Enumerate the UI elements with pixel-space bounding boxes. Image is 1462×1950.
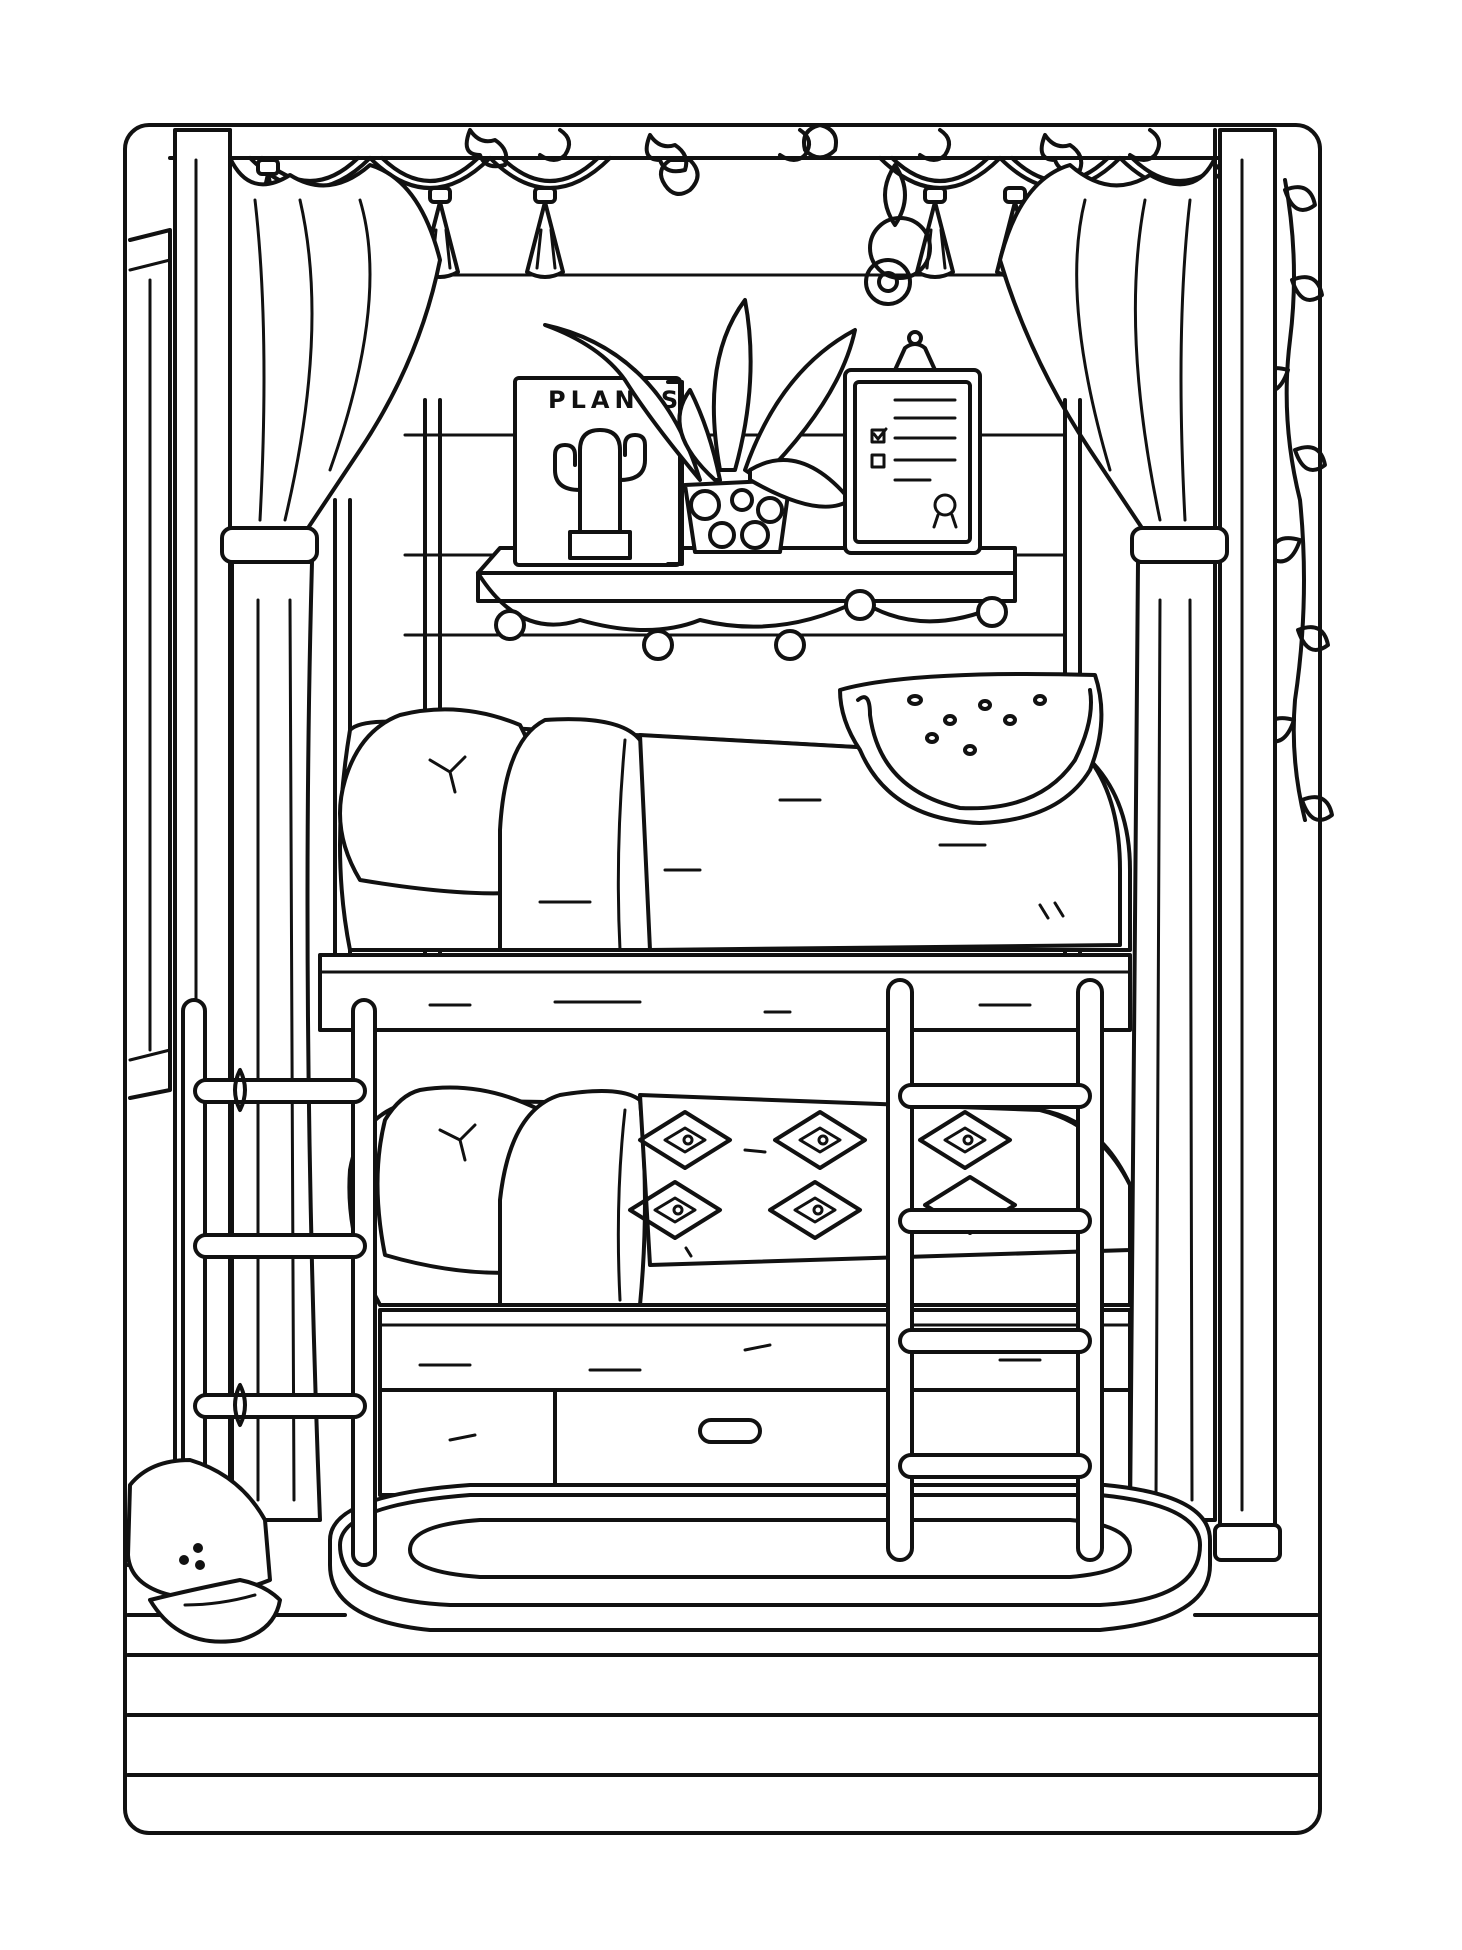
cactus-icon: [553, 428, 647, 560]
curtain-right: [998, 156, 1229, 1522]
hanging-rings: [864, 163, 932, 306]
bottom-bunk: [347, 1085, 1132, 1497]
window-left: [128, 228, 172, 1100]
clipboard-checklist: [843, 330, 982, 555]
page-frame: [123, 123, 1322, 1835]
plants-book: PLANTS: [513, 376, 684, 567]
watermelon-pillow: [838, 672, 1104, 825]
baseball-cap: [126, 1458, 282, 1644]
oval-rug: [328, 1483, 1212, 1632]
top-bunk: [318, 707, 1132, 1032]
bed-post-right: [1213, 128, 1282, 1562]
flower-garland: [464, 123, 1161, 196]
wall-shelf: [476, 546, 1017, 661]
ladder-right: [886, 978, 1104, 1562]
canopy-beam: [168, 128, 1272, 160]
curtain-left: [220, 156, 442, 1522]
potted-fern: [543, 298, 857, 554]
